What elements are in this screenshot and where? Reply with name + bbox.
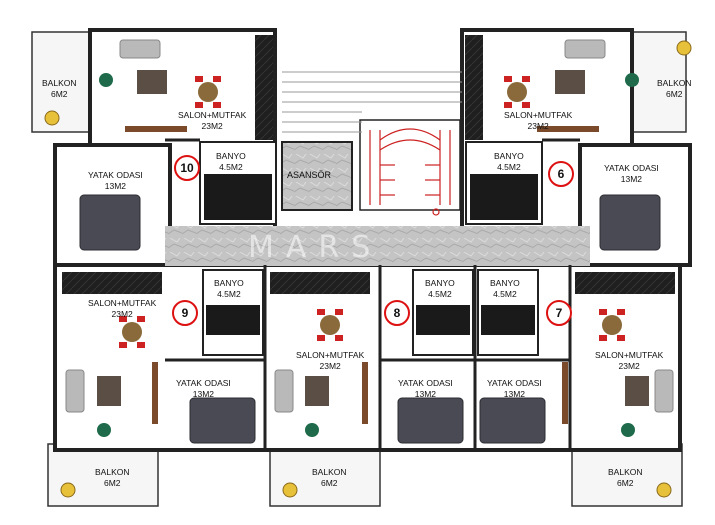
green-chairs <box>97 73 639 437</box>
dining-sets <box>119 76 625 348</box>
corridor <box>165 226 590 266</box>
balcony-furniture <box>44 40 692 498</box>
unit-number-8: 8 <box>384 300 410 326</box>
unit-number-6: 6 <box>548 161 574 187</box>
unit-number-9: 9 <box>172 300 198 326</box>
shower-trays <box>204 174 538 335</box>
unit-number-10: 10 <box>174 155 200 181</box>
elevator-label: ASANSÖR <box>287 170 332 180</box>
landing-steps <box>282 71 462 133</box>
tv-units <box>125 126 599 424</box>
interior-walls <box>165 138 580 450</box>
kitchen-counters <box>62 35 675 294</box>
unit-number-7: 7 <box>546 300 572 326</box>
sofas <box>65 39 674 413</box>
watermark: MARS <box>248 230 383 265</box>
beds <box>79 194 661 444</box>
rugs <box>97 70 649 406</box>
stairs <box>359 119 461 216</box>
balcony-10 <box>31 31 91 133</box>
elevator-shaft <box>281 141 353 211</box>
